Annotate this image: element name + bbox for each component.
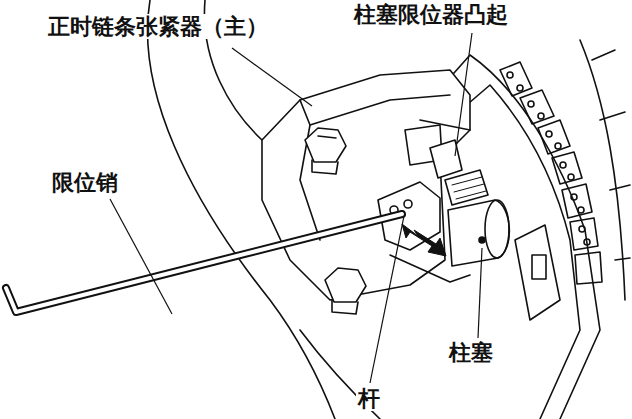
part-label: 柱塞限位器凸起 bbox=[352, 2, 510, 27]
part-label: 柱塞 bbox=[447, 340, 495, 365]
part-label: 正时链条张紧器（主） bbox=[46, 14, 270, 39]
part-label: 限位销 bbox=[50, 170, 120, 195]
part-label: 杆 bbox=[356, 386, 382, 411]
